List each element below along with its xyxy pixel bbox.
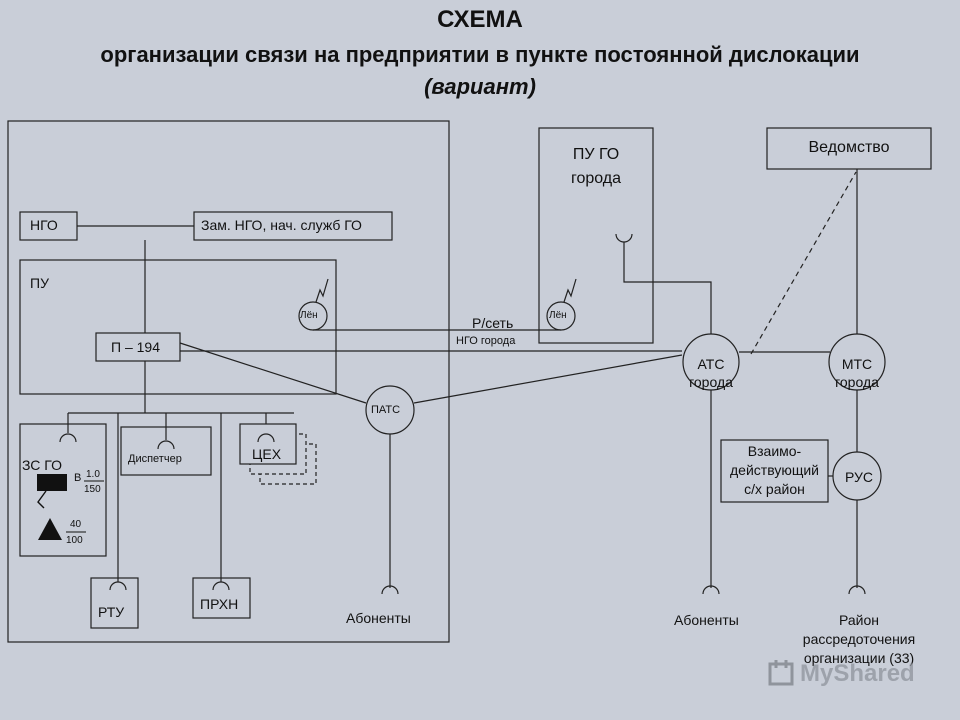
district-label-3: организации (33) — [803, 650, 915, 666]
zsgo-box — [19, 423, 107, 557]
ceh-label: ЦЕХ — [252, 446, 282, 462]
pu-go-label-1: ПУ ГО — [572, 146, 620, 163]
zsgo-frac2-top: 40 — [70, 519, 82, 530]
zsgo-generator-symbol — [37, 474, 67, 491]
vz-label-1: Взаимо- — [747, 443, 802, 459]
rtu-box — [90, 577, 139, 629]
watermark-icon — [768, 660, 794, 686]
district-label-1: Район — [839, 612, 879, 628]
vz-box — [720, 439, 829, 503]
phone-symbol-pu-go — [615, 233, 633, 243]
ats-label-1: АТС — [697, 356, 725, 372]
len-radio-right — [546, 301, 576, 331]
len-label-right: Лён — [549, 310, 567, 321]
diagram-title: СХЕМА — [437, 6, 523, 33]
p194-label: П – 194 — [111, 339, 160, 355]
dispatcher-box — [120, 426, 212, 476]
prhn-label: ПРХН — [200, 596, 239, 612]
vedomstvo-label: Ведомство — [808, 139, 890, 156]
zsgo-frac1-bottom: 150 — [84, 484, 101, 495]
rnet-label: Р/сеть — [472, 315, 514, 331]
vz-label-2: действующий — [730, 462, 819, 478]
pats-subscribers-label: Абоненты — [346, 610, 411, 626]
diagram-subtitle: организации связи на предприятии в пункт… — [100, 42, 860, 67]
ceh-box-1 — [239, 423, 297, 465]
phone-symbol-prhn — [212, 581, 230, 591]
pu-go-label-2: города — [570, 170, 622, 187]
zsgo-frac2-bottom: 100 — [66, 535, 83, 546]
phone-symbol-pats-subscribers — [381, 585, 399, 595]
zam-label: Зам. НГО, нач. служб ГО — [201, 217, 362, 233]
mts-label-1: МТС — [841, 356, 873, 372]
rus-label: РУС — [845, 469, 874, 485]
ats-subscribers-label: Абоненты — [674, 612, 739, 628]
zsgo-label: ЗС ГО — [22, 457, 62, 473]
pu-label: ПУ — [30, 275, 49, 291]
pu-box — [19, 259, 337, 395]
phone-symbol-district — [848, 585, 866, 595]
dispatcher-label: Диспетчер — [128, 453, 182, 465]
phone-symbol-ceh — [257, 433, 275, 443]
phone-symbol-zsgo — [59, 433, 77, 443]
enterprise-boundary — [7, 120, 450, 643]
diagram-variant: (вариант) — [424, 74, 536, 99]
phone-symbol-rtu — [109, 581, 127, 591]
ats-label-2: города — [689, 374, 733, 390]
ngo-city-label: НГО города — [456, 335, 516, 347]
district-label-2: рассредоточения — [802, 631, 916, 647]
vz-label-3: с/х район — [744, 481, 805, 497]
watermark-text: MyShared — [800, 660, 915, 687]
pats-label: ПАТС — [371, 404, 401, 416]
rtu-label: РТУ — [98, 604, 125, 620]
p194-box — [95, 332, 181, 362]
mts-label-2: города — [835, 374, 879, 390]
zsgo-v-label: В — [74, 472, 82, 484]
ngo-label: НГО — [30, 217, 58, 233]
zsgo-triangle-symbol — [38, 518, 62, 540]
len-label-left: Лён — [300, 310, 318, 321]
pu-go-box — [538, 127, 654, 344]
phone-symbol-dispatcher — [157, 440, 175, 450]
prhn-box — [192, 577, 251, 619]
phone-symbol-ats-subscribers — [702, 585, 720, 595]
zsgo-frac1-top: 1.0 — [86, 469, 100, 480]
vedomstvo-box — [766, 127, 932, 170]
